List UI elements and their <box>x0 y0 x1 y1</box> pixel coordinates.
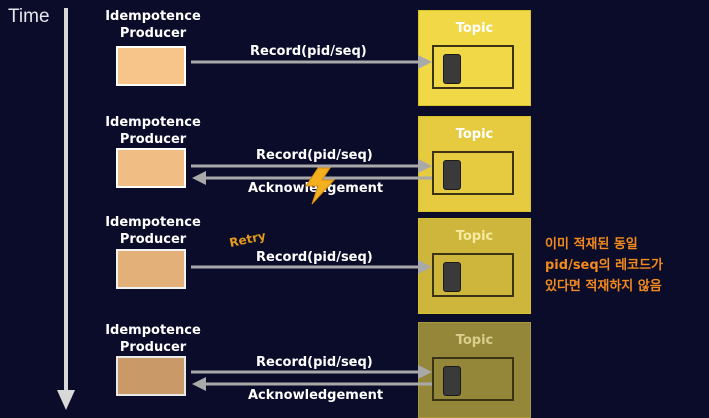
dedup-note-line3: 있다면 적재하지 않음 <box>545 279 662 294</box>
time-label: Time <box>8 6 50 27</box>
time-arrow-head <box>57 390 75 410</box>
record-arrow-1 <box>191 55 432 69</box>
segment-1 <box>443 54 461 84</box>
segment-4 <box>443 366 461 396</box>
topic-box-3: Topic <box>418 218 531 314</box>
record-label-2: Record(pid/seq) <box>256 148 373 163</box>
ack-label-4: Acknowledgement <box>248 388 384 403</box>
partition-2 <box>432 151 514 195</box>
topic-box-2: Topic <box>418 116 531 212</box>
lightning-icon <box>305 167 336 205</box>
producer-label-4-line1: Idempotence <box>105 323 201 338</box>
producer-label-1-line2: Producer <box>119 26 187 41</box>
partition-4 <box>432 357 514 401</box>
producer-label-2-line1: Idempotence <box>105 115 201 130</box>
segment-2 <box>443 160 461 190</box>
dedup-note-line1: 이미 적재된 동일 <box>545 237 638 252</box>
record-label-3: Record(pid/seq) <box>256 250 373 265</box>
producer-label-3-line1: Idempotence <box>105 215 201 230</box>
producer-label-1: Idempotence Producer <box>88 8 218 42</box>
dedup-note-line2: pid/seq의 레코드가 <box>545 258 664 273</box>
producer-box-3 <box>116 249 186 289</box>
topic-box-4: Topic <box>418 322 531 418</box>
record-label-4: Record(pid/seq) <box>256 355 373 370</box>
dedup-note: 이미 적재된 동일 pid/seq의 레코드가 있다면 적재하지 않음 <box>545 234 663 297</box>
producer-box-4 <box>116 356 186 396</box>
record-label-1: Record(pid/seq) <box>250 44 367 59</box>
producer-label-3: Idempotence Producer <box>88 214 218 248</box>
ack-arrow-4 <box>192 377 432 391</box>
producer-label-4: Idempotence Producer <box>88 322 218 356</box>
topic-title-4: Topic <box>455 333 494 348</box>
partition-1 <box>432 45 514 89</box>
topic-title-3: Topic <box>455 229 494 244</box>
record-arrow-4 <box>191 365 432 379</box>
record-arrow-2 <box>191 159 432 173</box>
producer-label-2: Idempotence Producer <box>88 114 218 148</box>
producer-label-1-line1: Idempotence <box>105 9 201 24</box>
partition-3 <box>432 253 514 297</box>
producer-box-2 <box>116 148 186 188</box>
record-arrow-3 <box>191 260 432 274</box>
producer-label-2-line2: Producer <box>119 132 187 147</box>
topic-box-1: Topic <box>418 10 531 106</box>
topic-title-2: Topic <box>455 127 494 142</box>
producer-label-4-line2: Producer <box>119 340 187 355</box>
producer-box-1 <box>116 46 186 86</box>
producer-label-3-line2: Producer <box>119 232 187 247</box>
ack-label-2: Acknowledgement <box>248 181 384 196</box>
topic-title-1: Topic <box>455 21 494 36</box>
segment-3 <box>443 262 461 292</box>
